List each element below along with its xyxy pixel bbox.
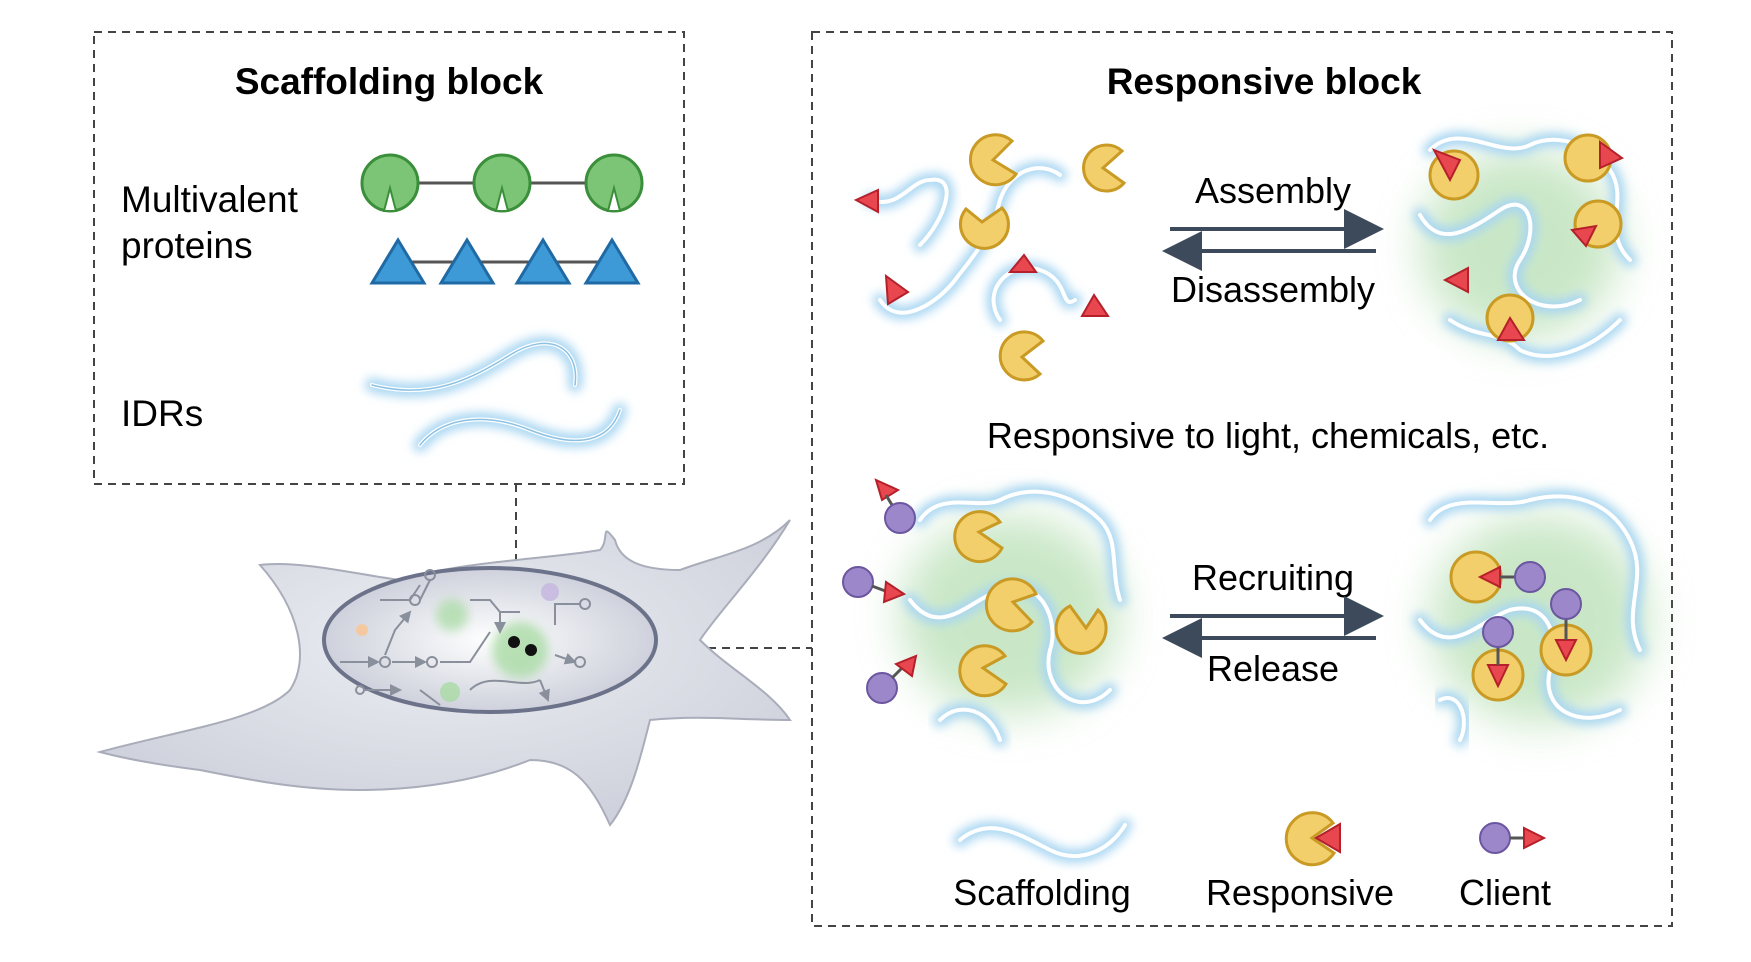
blue-multivalent-protein bbox=[369, 237, 641, 285]
blue-triangle-icon bbox=[369, 237, 427, 285]
client-sphere-icon bbox=[1550, 588, 1582, 620]
idrs-label: IDRs bbox=[121, 393, 203, 434]
responsive-pacman-icon bbox=[953, 510, 1004, 564]
nucleus bbox=[322, 566, 658, 714]
ligand-triangle-icon bbox=[853, 188, 879, 214]
legend-scaffolding-label: Scaffolding bbox=[953, 872, 1130, 913]
client-molecule-icon bbox=[874, 478, 916, 534]
responsive-pacman-icon bbox=[968, 133, 1019, 187]
responsive-pacman-icon bbox=[984, 577, 1039, 633]
ligand-triangle-icon bbox=[1007, 253, 1038, 273]
responsive-pacman-icon bbox=[958, 206, 1010, 250]
dispersed-state bbox=[853, 133, 1127, 382]
ligand-triangle-icon bbox=[1496, 316, 1526, 341]
assembled-condensate bbox=[1413, 131, 1637, 363]
multivalent-label-line2: proteins bbox=[121, 225, 253, 266]
ligand-triangle-icon bbox=[1570, 224, 1598, 248]
responsive-note: Responsive to light, chemicals, etc. bbox=[987, 415, 1549, 456]
ligand-triangle-icon bbox=[1431, 148, 1462, 183]
client-molecule-icon bbox=[842, 566, 907, 604]
responsive-pacman-icon bbox=[1054, 604, 1108, 655]
ligand-triangle-icon bbox=[1080, 293, 1110, 317]
responsive-pacman-icon bbox=[958, 644, 1009, 698]
idr-strands bbox=[365, 336, 627, 452]
multivalent-label-line1: Multivalent bbox=[121, 179, 299, 220]
assembly-label: Assembly bbox=[1195, 170, 1351, 211]
client-sphere-icon bbox=[1482, 616, 1514, 648]
ligand-triangle-icon bbox=[1442, 266, 1469, 294]
legend-client-icon bbox=[1479, 822, 1547, 854]
client-sphere-icon bbox=[1514, 561, 1546, 593]
blue-triangle-icon bbox=[583, 237, 641, 285]
green-domain-icon bbox=[472, 153, 532, 213]
green-multivalent-protein bbox=[360, 153, 644, 213]
ligand-triangle-icon bbox=[1599, 140, 1624, 170]
condensate-after-recruiting bbox=[1413, 489, 1650, 747]
ligand-triangle-icon bbox=[884, 273, 910, 306]
responsive-block-frame bbox=[811, 31, 1673, 927]
client-molecule-icon bbox=[866, 654, 918, 704]
responsive-block-title: Responsive block bbox=[1107, 61, 1422, 102]
responsive-pacman-icon bbox=[998, 330, 1046, 382]
green-domain-icon bbox=[360, 153, 420, 213]
legend-client-label: Client bbox=[1459, 872, 1551, 913]
condensate-before-recruiting bbox=[842, 478, 1127, 747]
green-domain-icon bbox=[584, 153, 644, 213]
recruiting-label: Recruiting bbox=[1192, 557, 1354, 598]
release-label: Release bbox=[1207, 648, 1339, 689]
scaffolding-block-frame bbox=[93, 31, 685, 485]
legend-responsive-label: Responsive bbox=[1206, 872, 1394, 913]
blue-triangle-icon bbox=[438, 237, 496, 285]
responsive-pacman-icon bbox=[1082, 143, 1127, 193]
legend-scaffolding-icon bbox=[953, 818, 1132, 863]
legend: Scaffolding Responsive Client bbox=[953, 811, 1551, 913]
blue-triangle-icon bbox=[514, 237, 572, 285]
legend-responsive-icon bbox=[1284, 811, 1341, 867]
scaffolding-block-title: Scaffolding block bbox=[235, 61, 544, 102]
disassembly-label: Disassembly bbox=[1171, 269, 1375, 310]
